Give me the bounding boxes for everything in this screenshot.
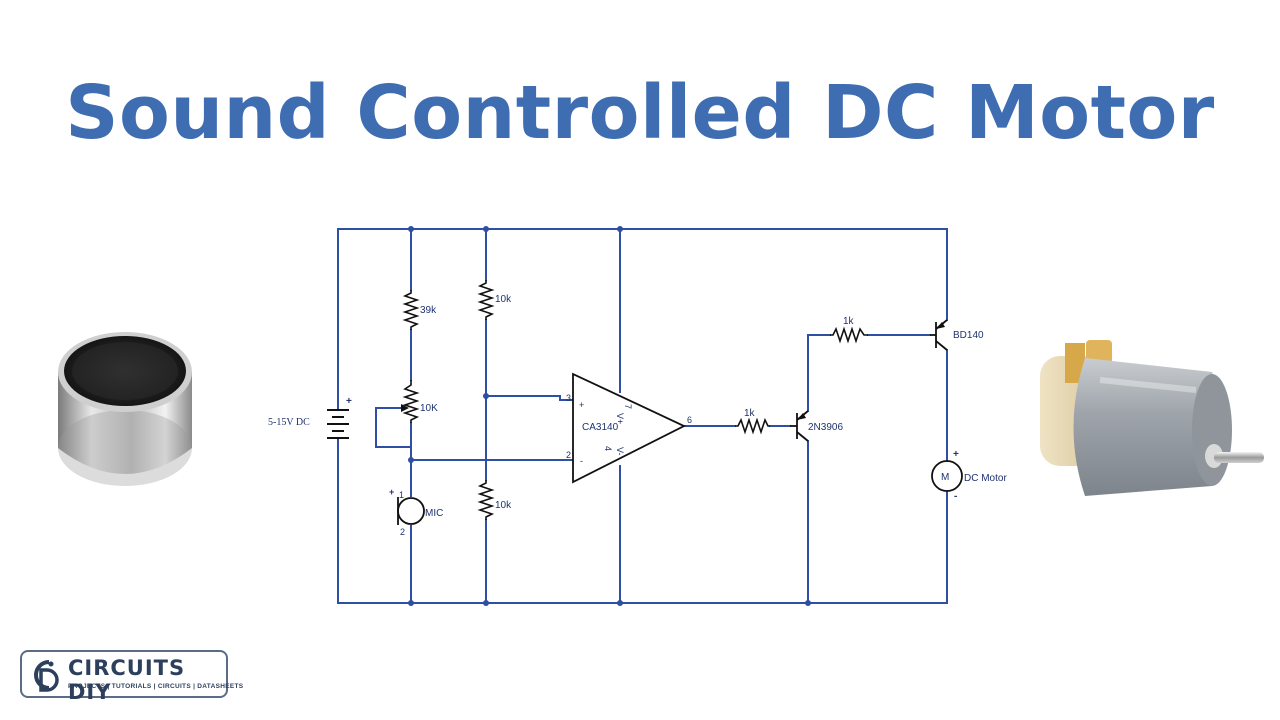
transistor-2n3906 [790,410,809,442]
battery-symbol [327,409,349,439]
junction-dots [408,226,811,606]
resistor-10k-lower [477,480,495,520]
resistor-10k-upper-label: 10k [495,294,512,305]
motor-label: DC Motor [964,473,1007,484]
potentiometer-label: 10K [420,403,438,414]
battery-plus-label: + [346,396,352,407]
transistor-bd140-arrow [936,322,945,329]
logo-name: CIRCUITS DIY [68,656,186,704]
resistor-1k-a [735,417,770,435]
microphone-symbol [397,497,425,525]
potentiometer-wiper-arrow [401,404,409,412]
resistor-10k-upper [477,280,495,320]
page-title: Sound Controlled DC Motor [65,70,1215,156]
opamp-ca3140 [572,372,687,484]
opamp-minus-sign: - [580,456,583,466]
transistor-2n3906-arrow [797,413,806,420]
circuits-diy-logo[interactable]: CIRCUITS DIY PROJECTS | TUTORIALS | CIRC… [20,650,243,704]
opamp-pin3: 3 [566,393,571,403]
resistor-1k-a-label: 1k [744,408,756,419]
motor-symbol [931,460,963,492]
opamp-label: CA3140 [582,422,619,433]
mic-label: MIC [425,508,443,519]
logo-tagline: PROJECTS | TUTORIALS | CIRCUITS | DATASH… [68,683,244,690]
mic-plus-label: + [389,487,394,497]
motor-symbol-letter: M [941,472,949,483]
dc-motor-photo [1040,340,1264,496]
resistor-10k-lower-label: 10k [495,500,512,511]
transistor-bd140-label: BD140 [953,330,984,341]
opamp-vminus: V- [615,447,625,456]
opamp-pin7: 7 [623,404,633,409]
logo-mark-icon [34,660,59,692]
motor-minus-label: - [954,491,957,502]
resistor-39k [402,290,420,330]
opamp-pin4: 4 [603,446,613,451]
potentiometer-10k [402,380,420,423]
transistor-bd140 [930,319,948,351]
transistor-2n3906-label: 2N3906 [808,422,843,433]
schematic-wires [337,228,948,604]
mic-pin2-label: 2 [400,527,405,537]
motor-plus-label: + [953,449,959,460]
opamp-pin6: 6 [687,415,692,425]
resistor-39k-label: 39k [420,305,437,316]
resistor-1k-b [830,326,868,344]
opamp-pin2: 2 [566,450,571,460]
opamp-plus-sign: + [579,400,584,410]
mic-pin1-label: 1 [399,490,404,500]
supply-voltage-label: 5-15V DC [268,417,310,428]
resistor-1k-b-label: 1k [843,316,855,327]
microphone-photo [58,332,192,486]
opamp-vplus: V+ [615,413,625,424]
